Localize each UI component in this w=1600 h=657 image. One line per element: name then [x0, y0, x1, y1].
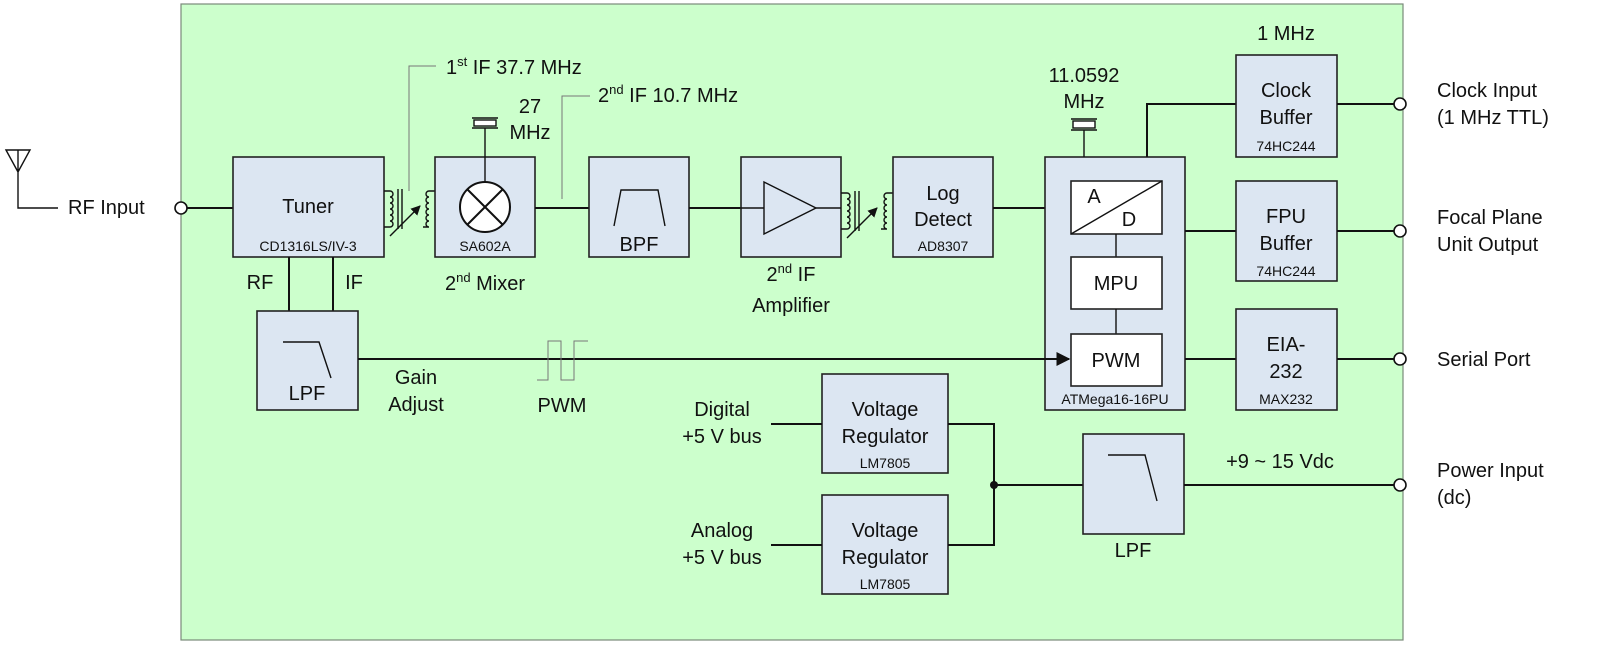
vreg-digital-line1: Voltage: [852, 399, 919, 421]
transformer-icon: [384, 189, 435, 237]
eia232-line2: 232: [1269, 361, 1302, 383]
vreg-analog-block: Voltage Regulator LM7805: [821, 494, 949, 595]
fpu-output-label-line1: Focal Plane: [1437, 207, 1543, 229]
circuit-board: [180, 3, 1404, 641]
vreg-digital-part: LM7805: [860, 455, 911, 471]
transformer-icon: [841, 191, 893, 239]
fpu-buffer-block: FPU Buffer 74HC244: [1235, 180, 1338, 282]
vreg-analog-line1: Voltage: [852, 520, 919, 542]
analog-bus-label-line2: +5 V bus: [682, 547, 762, 569]
bpf-block: BPF: [588, 156, 690, 258]
crystal-icon: [1071, 118, 1097, 157]
log-detect-part: AD8307: [918, 238, 969, 254]
bpf-name: BPF: [620, 234, 659, 256]
log-detect-line2: Detect: [914, 209, 972, 231]
mcu-osc-line2: MHz: [1063, 91, 1104, 113]
fpu-output-port: [1393, 224, 1407, 238]
lpf-power-name: LPF: [1115, 540, 1152, 562]
power-input-label-line2: (dc): [1437, 487, 1471, 509]
if-amplifier-label-line2: Amplifier: [752, 295, 830, 317]
pwm-label: PWM: [1092, 350, 1141, 372]
mcu-block: A D MPU PWM ATMega16-16PU: [1044, 156, 1186, 411]
fpu-buffer-line1: FPU: [1266, 206, 1306, 228]
clock-input-port: [1393, 97, 1407, 111]
pwm-waveform-icon: [537, 340, 588, 381]
rf-input-port: [174, 201, 188, 215]
lpf-gain-name: LPF: [289, 383, 326, 405]
mcu-part: ATMega16-16PU: [1061, 391, 1168, 407]
pwm-subblock: [1070, 333, 1163, 387]
vreg-digital-line2: Regulator: [842, 426, 929, 448]
analog-bus-label-line1: Analog: [691, 520, 753, 542]
clock-input-label-line2: (1 MHz TTL): [1437, 107, 1549, 129]
if-amplifier-block: [740, 156, 842, 258]
digital-bus-label-line2: +5 V bus: [682, 426, 762, 448]
pwm-signal-label: PWM: [538, 395, 587, 417]
log-detect-block: Log Detect AD8307: [892, 156, 994, 258]
clock-buffer-freq: 1 MHz: [1257, 23, 1315, 45]
log-detect-line1: Log: [926, 183, 959, 205]
tuner-if-label: IF: [345, 272, 363, 294]
mixer-osc-line1: 27: [519, 96, 541, 118]
mixer-block: SA602A: [434, 156, 536, 258]
mixer-osc-line2: MHz: [509, 122, 550, 144]
second-if-label: 2nd IF 10.7 MHz: [598, 82, 738, 107]
adc-a-label: A: [1087, 186, 1101, 208]
eia232-line1: EIA-: [1267, 334, 1306, 356]
tuner-name: Tuner: [282, 196, 334, 218]
fpu-output-label-line2: Unit Output: [1437, 234, 1539, 256]
digital-bus-label-line1: Digital: [694, 399, 750, 421]
fpu-buffer-line2: Buffer: [1260, 233, 1313, 255]
if-amplifier-label: 2nd IF: [767, 261, 816, 286]
mixer-part: SA602A: [459, 238, 511, 254]
mcu-osc-line1: 11.0592: [1049, 65, 1120, 87]
rf-input-label: RF Input: [68, 197, 145, 219]
clock-buffer-line2: Buffer: [1260, 107, 1313, 129]
serial-port: [1393, 352, 1407, 366]
adc-d-label: D: [1122, 209, 1136, 231]
gain-adjust-label-line2: Adjust: [388, 394, 444, 416]
clock-buffer-block: Clock Buffer 74HC244: [1235, 54, 1338, 158]
antenna-icon: [4, 149, 58, 209]
lpf-power-block: [1082, 433, 1185, 535]
crystal-icon: [472, 117, 498, 182]
tuner-part: CD1316LS/IV-3: [259, 238, 356, 254]
lpf-gain-block: LPF: [256, 310, 359, 411]
tuner-rf-label: RF: [247, 272, 274, 294]
clock-buffer-part: 74HC244: [1256, 138, 1315, 154]
tuner-block: Tuner CD1316LS/IV-3: [232, 156, 385, 258]
power-input-label-line1: Power Input: [1437, 460, 1544, 482]
vreg-analog-part: LM7805: [860, 576, 911, 592]
clock-buffer-line1: Clock: [1261, 80, 1312, 102]
eia232-block: EIA- 232 MAX232: [1235, 308, 1338, 411]
eia232-part: MAX232: [1259, 391, 1313, 407]
serial-port-label: Serial Port: [1437, 349, 1531, 371]
clock-input-label-line1: Clock Input: [1437, 80, 1537, 102]
supply-voltage-label: +9 ~ 15 Vdc: [1226, 451, 1334, 473]
vreg-digital-block: Voltage Regulator LM7805: [821, 373, 949, 474]
mixer-label: 2nd Mixer: [445, 270, 525, 295]
power-input-port: [1393, 478, 1407, 492]
fpu-buffer-part: 74HC244: [1256, 263, 1315, 279]
mpu-label: MPU: [1094, 273, 1138, 295]
first-if-label: 1st IF 37.7 MHz: [446, 54, 582, 79]
vreg-analog-line2: Regulator: [842, 547, 929, 569]
gain-adjust-label-line1: Gain: [395, 367, 437, 389]
